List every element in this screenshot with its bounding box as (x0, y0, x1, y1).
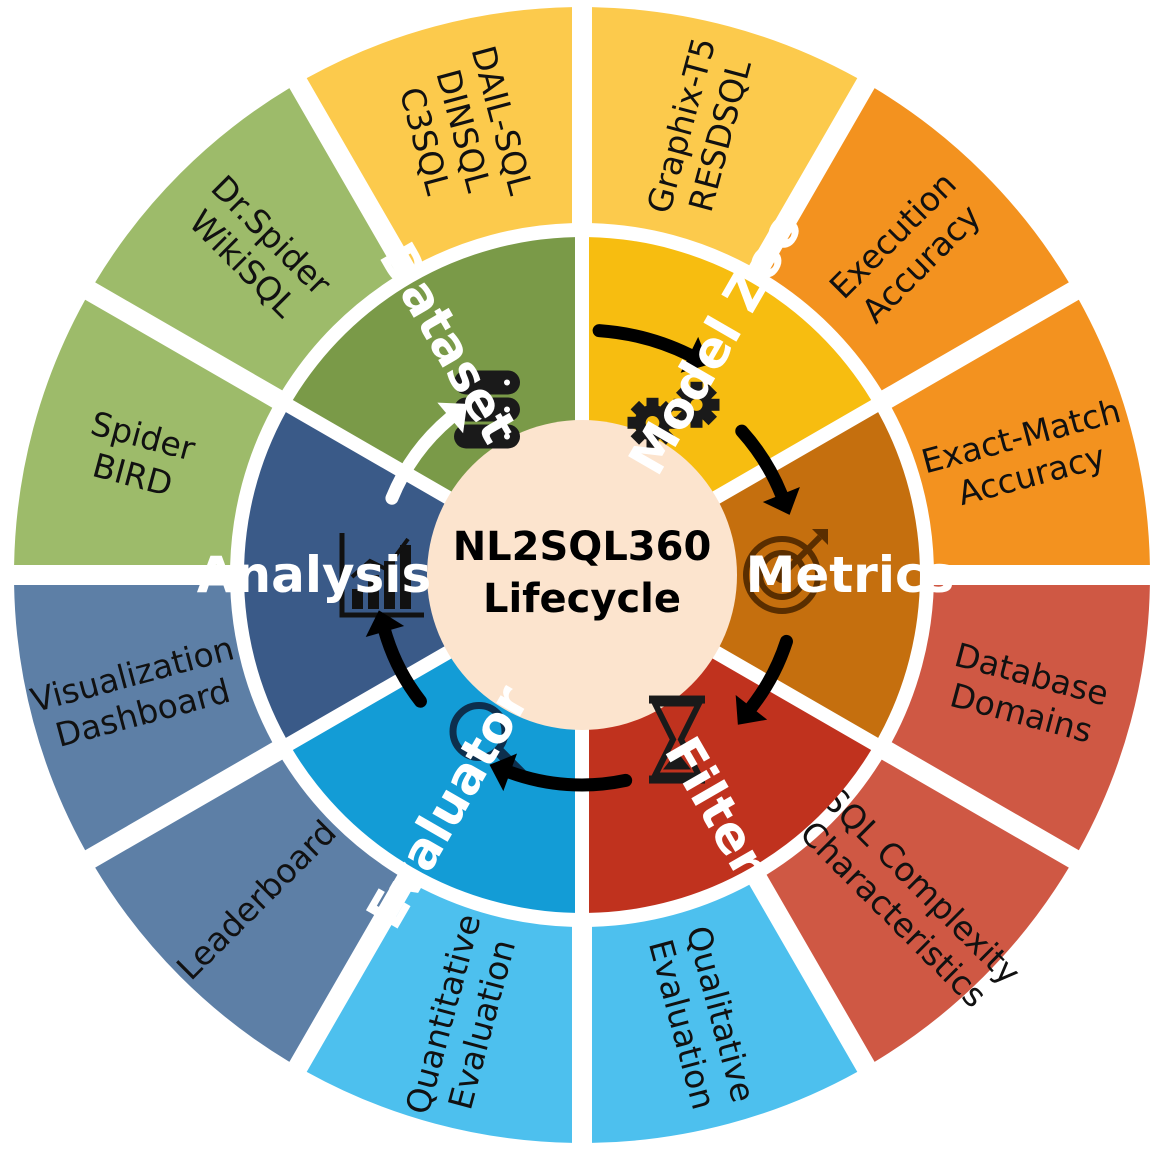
arrow-modelzoo-to-metrics-head (762, 486, 800, 515)
inner-sector-filter (588, 654, 872, 913)
bar-chart-icon (339, 533, 424, 618)
center-circle (427, 420, 737, 730)
outer-sector-model-zoo (306, 7, 573, 266)
flow-arrows (365, 324, 800, 792)
arrow-evaluator-to-analysis-head (365, 610, 405, 638)
arrow-analysis-to-dataset-head (437, 402, 468, 434)
outer-sector-dataset (14, 299, 273, 566)
arrow-metrics-to-filter (744, 634, 793, 714)
outer-sector-analysis (95, 759, 398, 1062)
outer-sector-metrics (766, 88, 1069, 391)
arrow-modelzoo-to-metrics (735, 424, 788, 501)
inner-ring (243, 237, 920, 913)
stage-label-metrics: Metrics (746, 546, 955, 604)
gears-icon (627, 381, 720, 448)
stage-icons (339, 370, 828, 784)
hourglass-icon (649, 695, 705, 784)
outer-sector-evaluator (306, 884, 573, 1143)
arrow-metrics-to-filter-head (735, 695, 768, 725)
database-icon (454, 370, 520, 449)
outer-sector-filter (766, 759, 1069, 1062)
outer-sector-filter (891, 584, 1150, 851)
outer-sector-model-zoo (591, 7, 858, 266)
outer-ring: SpiderBIRDDr.SpiderWikiSQLDAIL-SQLDINSQL… (14, 7, 1150, 1143)
arrow-dataset-to-modelzoo (592, 324, 696, 362)
center-title-line2: Lifecycle (483, 576, 681, 622)
stage-label-analysis: Analysis (197, 546, 431, 604)
arrow-evaluator-to-analysis (378, 625, 427, 708)
outer-sector-evaluator (591, 884, 858, 1143)
arrow-dataset-to-modelzoo-head (680, 336, 710, 373)
outer-sector-dataset (95, 88, 398, 391)
center-hub: NL2SQL360 Lifecycle (427, 420, 737, 730)
target-icon (743, 529, 828, 614)
arrow-analysis-to-dataset (385, 411, 457, 505)
arrow-filter-to-evaluator-head (489, 753, 518, 792)
arrow-filter-to-evaluator (503, 765, 633, 792)
outer-sector-analysis (14, 584, 273, 851)
outer-sector-metrics (891, 299, 1150, 566)
center-title-line1: NL2SQL360 (453, 524, 712, 570)
